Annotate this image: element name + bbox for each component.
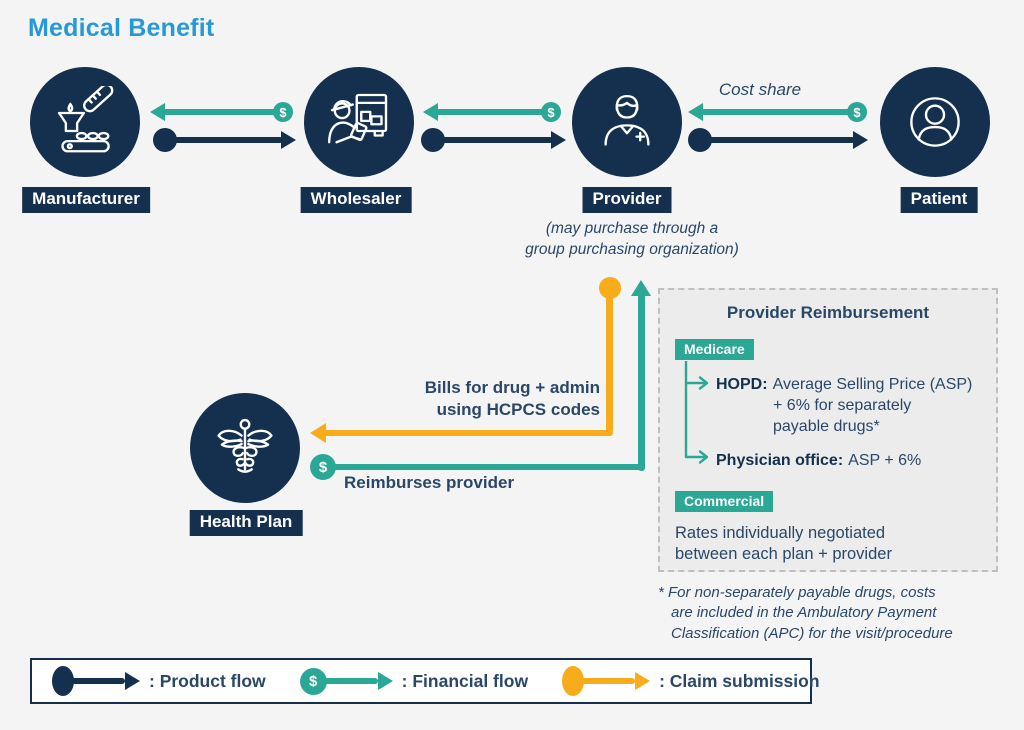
hopd-line1: HOPD:Average Selling Price (ASP) — [716, 374, 992, 395]
patient-label: Patient — [900, 187, 978, 213]
arrowhead-right-icon — [551, 131, 566, 149]
hopd-rest: Average Selling Price (ASP) — [772, 376, 973, 393]
patient-icon — [910, 97, 960, 147]
arrow-line — [701, 109, 859, 115]
gpo-note-line1: (may purchase through a — [545, 220, 719, 237]
manufacturer-icon — [57, 86, 114, 153]
wholesaler-icon — [328, 93, 388, 144]
reimburses-provider-label: Reimburses provider — [344, 473, 515, 492]
reimburse-vline — [638, 294, 645, 471]
hopd-bold: HOPD: — [716, 376, 768, 393]
provider-label: Provider — [582, 187, 672, 213]
physician-bold: Physician office: — [716, 452, 844, 469]
dollar-badge-icon: $ — [273, 102, 293, 122]
health-plan-label: Health Plan — [189, 510, 303, 536]
caduceus-icon — [217, 418, 273, 473]
medicare-badge: Medicare — [675, 339, 754, 360]
legend: : Product flow $ : Financial flow : Clai… — [30, 658, 820, 704]
arrow-line — [436, 109, 553, 115]
provider-icon — [604, 94, 650, 146]
arrowhead-right-icon — [853, 131, 868, 149]
bills-line1: Bills for drug + admin — [424, 378, 600, 397]
gpo-note: (may purchase through a group purchasing… — [500, 219, 764, 261]
reimburse-hline — [323, 464, 645, 470]
arrowhead-left-icon — [688, 103, 703, 121]
arrowhead-right-icon — [635, 672, 651, 690]
footnote-line2: are included in the Ambulatory Payment — [671, 604, 937, 622]
arrow-line — [163, 109, 285, 115]
arrow-line — [165, 137, 283, 143]
wholesaler-node — [304, 67, 414, 177]
reimbursement-title: Provider Reimbursement — [726, 303, 930, 322]
arrowhead-left-icon — [423, 103, 438, 121]
footnote-line3: Classification (APC) for the visit/proce… — [671, 624, 953, 642]
dollar-badge-icon: $ — [299, 667, 327, 695]
physician-office-text: Physician office:ASP + 6% — [716, 450, 992, 471]
manufacturer-label: Manufacturer — [22, 187, 150, 213]
health-plan-node — [190, 393, 300, 503]
hopd-text: HOPD:Average Selling Price (ASP) + 6% fo… — [716, 374, 992, 437]
manufacturer-node — [30, 67, 140, 177]
legend-item-product-flow: : Product flow — [52, 666, 266, 696]
legend-line — [323, 678, 378, 684]
arrow-line — [433, 137, 553, 143]
bracket-arrows-icon — [684, 359, 709, 464]
arrowhead-right-icon — [281, 131, 296, 149]
dollar-badge-icon: $ — [541, 102, 561, 122]
page-title: Medical Benefit — [28, 14, 215, 42]
cost-share-label: Cost share — [718, 80, 802, 99]
claim-vline — [606, 288, 613, 433]
arrowhead-left-icon — [150, 103, 165, 121]
legend-item-claim-submission: : Claim submission — [562, 666, 820, 696]
product-flow-dot-icon — [52, 666, 74, 696]
bills-label: Bills for drug + admin using HCPCS codes — [360, 377, 600, 421]
legend-line — [581, 678, 636, 684]
legend-item-financial-flow: $ : Financial flow — [299, 667, 529, 695]
bills-line2: using HCPCS codes — [436, 400, 600, 419]
commercial-text: Rates individually negotiated between ea… — [675, 523, 985, 565]
hopd-line2: + 6% for separately — [773, 397, 912, 414]
arrowhead-left-icon — [310, 423, 326, 443]
patient-node — [880, 67, 990, 177]
arrowhead-right-icon — [125, 672, 140, 690]
provider-node — [572, 67, 682, 177]
claim-submission-label: : Claim submission — [659, 670, 820, 691]
commercial-badge: Commercial — [675, 491, 774, 512]
commercial-line2: between each plan + provider — [675, 545, 892, 563]
arrowhead-right-icon — [377, 672, 393, 690]
product-flow-label: : Product flow — [149, 670, 266, 691]
dollar-badge-icon: $ — [847, 102, 867, 122]
hopd-line3: payable drugs* — [773, 418, 880, 435]
financial-flow-label: : Financial flow — [401, 670, 529, 691]
commercial-line1: Rates individually negotiated — [675, 524, 886, 542]
arrowhead-up-icon — [631, 280, 651, 296]
provider-reimbursement-box: Provider Reimbursement Medicare HOPD:Ave… — [658, 288, 998, 572]
claim-hline — [324, 430, 613, 436]
claim-submission-dot-icon — [562, 666, 585, 696]
wholesaler-label: Wholesaler — [300, 187, 412, 213]
footnote: * For non-separately payable drugs, cost… — [658, 583, 1006, 644]
footnote-line1: * For non-separately payable drugs, cost… — [658, 584, 936, 601]
medicare-bracket — [680, 359, 720, 467]
physician-rest: ASP + 6% — [848, 452, 922, 469]
gpo-note-line2: group purchasing organization) — [525, 240, 739, 258]
dollar-badge-icon: $ — [310, 454, 336, 480]
arrow-line — [700, 137, 855, 143]
legend-line — [71, 678, 125, 684]
